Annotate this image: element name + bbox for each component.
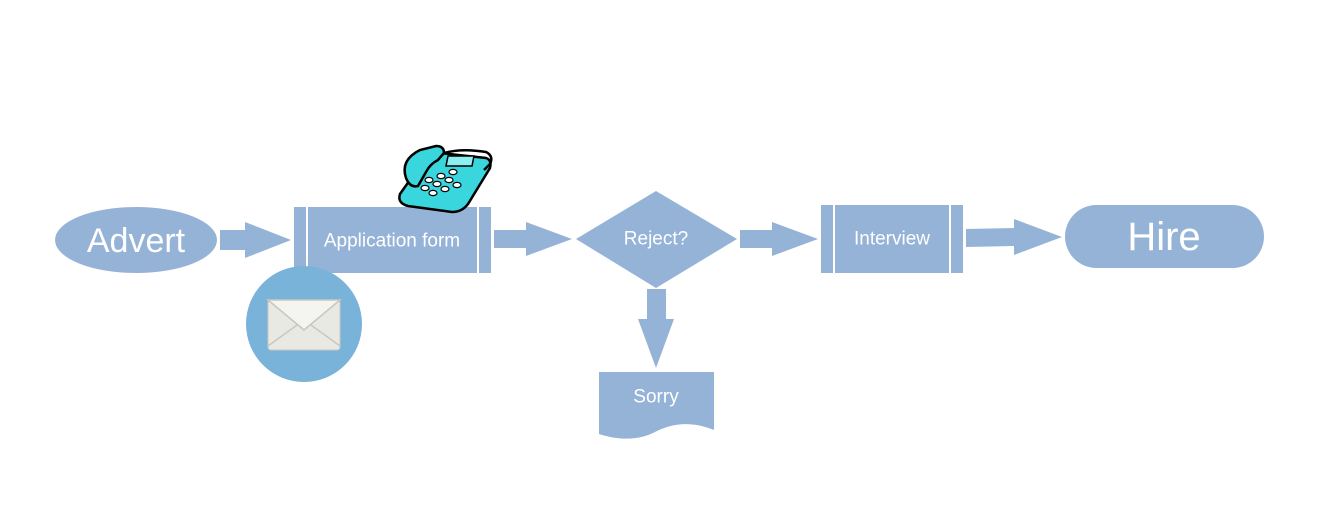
envelope-icon	[246, 266, 362, 382]
arrow-application-to-reject	[494, 222, 572, 256]
sorry-document	[599, 372, 714, 439]
sorry-label: Sorry	[633, 387, 679, 408]
advert-ellipse	[55, 207, 217, 273]
arrow-reject-to-interview	[740, 222, 818, 256]
reject-diamond	[576, 191, 737, 288]
arrow-advert-to-application	[220, 222, 291, 258]
hire-terminator	[1065, 205, 1264, 268]
hire-label: Hire	[1127, 215, 1200, 259]
advert-label: Advert	[87, 222, 186, 260]
node-application-form: Application form	[294, 207, 491, 273]
interview-box	[821, 205, 963, 273]
node-advert: Advert	[55, 207, 217, 273]
reject-label: Reject?	[624, 229, 688, 250]
node-hire: Hire	[1065, 205, 1264, 268]
application-form-label: Application form	[324, 231, 460, 252]
application-form-box	[294, 207, 491, 273]
node-reject: Reject?	[576, 191, 737, 288]
node-sorry: Sorry	[599, 372, 714, 439]
telephone-icon	[398, 144, 493, 214]
node-interview: Interview	[821, 205, 963, 273]
arrow-interview-to-hire	[966, 219, 1062, 255]
arrow-reject-to-sorry	[638, 289, 674, 368]
interview-label: Interview	[854, 229, 930, 250]
